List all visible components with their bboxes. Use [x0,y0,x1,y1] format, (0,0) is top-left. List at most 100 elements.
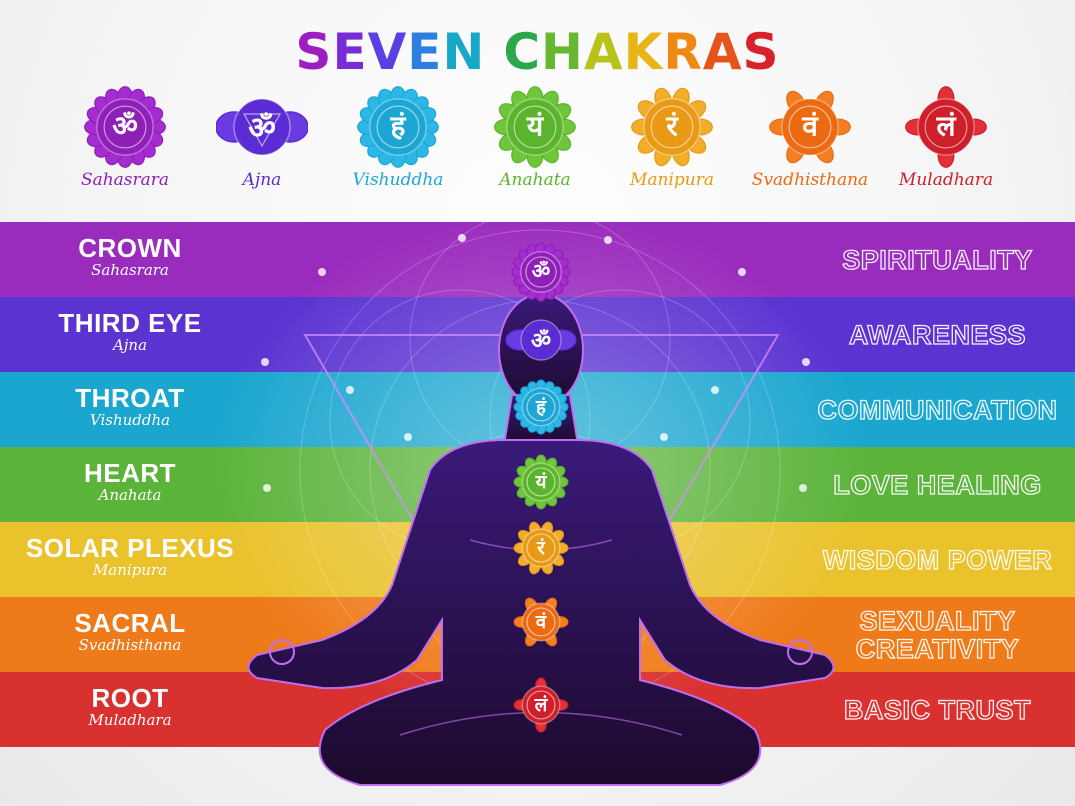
chakra-name: Muladhara [898,170,994,190]
lotus-center [643,98,701,156]
band-meaning: BASIC TRUST [843,695,1031,725]
title-letter: S [742,23,780,81]
chakra-icon-vishuddha: हं [357,86,439,168]
lotus-ring [526,607,556,637]
band-meaning: AWARENESS [848,320,1027,350]
lotus-icon: लं [513,677,569,733]
left-hand-mudra [269,639,295,665]
chakra-symbol: हं [535,397,547,418]
lotus-icon: हं [357,86,439,168]
band-subtitle: Muladhara [88,711,172,729]
lotus-icon: वं [513,597,569,647]
lotus-ring [525,256,557,288]
lotus-center [781,98,839,156]
lotus-center [521,387,561,427]
title-letter: S [295,23,333,81]
lotus-icon: रं [631,87,713,167]
lotus-ring [376,105,420,149]
chakra-symbol: ॐ [531,329,551,354]
lotus-triangle [242,113,282,148]
chakra-name: Svadhisthana [751,170,869,190]
title-letter: A [702,23,743,81]
chakra-symbol: ॐ [532,259,550,283]
band-subtitle: Ajna [112,336,148,354]
lotus-icon: ॐ [511,242,571,302]
chakra-symbol: ॐ [248,111,275,146]
lotus-icon: हं [513,379,569,435]
band-title: SACRAL [74,608,186,638]
band-title: THIRD EYE [58,308,202,338]
lotus-ring [526,690,556,720]
sparkle-dot [346,386,354,394]
chakra-name: Ajna [242,170,282,190]
chakra-symbol: रं [665,110,679,143]
lotus-ring [526,392,556,422]
lotus-icon: लं [905,86,987,168]
chakra-svadhisthana: वं Svadhisthana [740,86,880,190]
lotus-center [917,98,975,156]
chakra-anahata: यं Anahata [465,86,605,190]
band-meaning: SPIRITUALITY [842,245,1033,275]
sparkle-dot [263,484,271,492]
sparkle-dot [318,268,326,276]
chakra-name: Manipura [629,170,715,190]
band-title: SOLAR PLEXUS [25,533,235,563]
chakra-symbol: ॐ [112,110,138,143]
sparkle-dot [802,358,810,366]
sparkle-dot [458,234,466,242]
lotus-center [520,319,562,361]
lotus-icon: वं [769,90,851,164]
body-chakra-ajna: ॐ [505,319,577,361]
lotus-center [521,602,561,642]
chakra-symbol: यं [526,110,545,143]
sparkle-dot [261,358,269,366]
right-hand-mudra [787,639,813,665]
lotus-center [233,98,291,156]
lotus-ring [650,105,694,149]
lotus-ring [924,105,968,149]
chakra-vishuddha: हं Vishuddha [328,86,468,190]
chakra-symbol: लं [534,695,549,716]
lotus-center [521,685,561,725]
body-chakra-muladhara: लं [513,677,569,733]
lotus-center [519,250,563,294]
chakra-name: Vishuddha [352,170,444,190]
sparkle-dot [738,268,746,276]
page-title: SEVEN CHAKRAS [0,22,1075,82]
chakra-muladhara: लंMuladhara [876,86,1016,190]
band-title: CROWN [78,233,182,263]
chakra-ajna: ॐ Ajna [192,86,332,190]
title-letter: E [407,23,443,81]
body-chakra-manipura: रं [513,521,569,575]
lotus-center [96,98,154,156]
sparkle-dot [660,433,668,441]
band-subtitle: Anahata [98,486,162,504]
band-subtitle: Manipura [92,561,168,579]
sparkle-dot [711,386,719,394]
body-chakra-vishuddha: हं [513,379,569,435]
sacred-geometry [299,209,781,711]
band-meaning: SEXUALITY CREATIVITY [855,606,1020,664]
sparkle-dot [799,484,807,492]
chakra-symbol: यं [535,472,548,493]
chakra-icon-sahasrara: ॐ [84,86,166,168]
lotus-icon: यं [513,454,569,510]
band-title: HEART [83,458,177,488]
lotus-ring [513,105,557,149]
sparkle-dot [404,433,412,441]
band-subtitle: Svadhisthana [78,636,182,654]
title-letter: A [583,23,624,81]
chakra-icon-svadhisthana: वं [769,90,851,164]
title-letter: V [367,23,408,81]
chakra-icon-anahata: यं [494,86,576,168]
chakra-symbol: हं [390,110,407,143]
chakra-name: Anahata [499,170,571,190]
